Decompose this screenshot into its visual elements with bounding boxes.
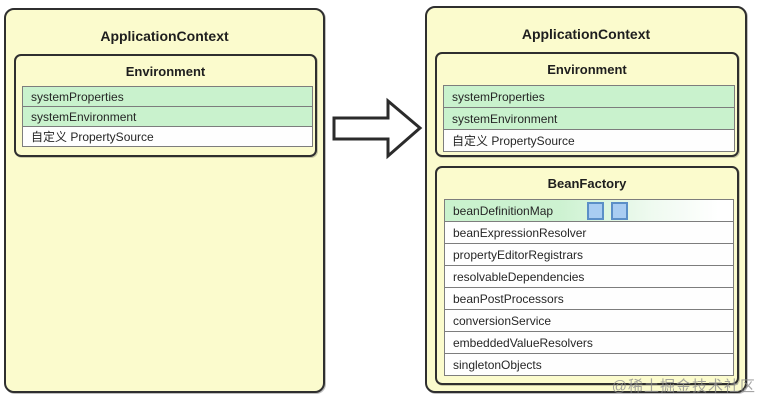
row-label: 自定义 PropertySource [31, 130, 154, 144]
bean-factory-row: conversionService [444, 309, 734, 332]
row-label: 自定义 PropertySource [452, 134, 575, 148]
application-context-box-left: ApplicationContext Environment systemPro… [4, 8, 325, 393]
environment-row: systemProperties [22, 86, 313, 107]
bean-factory-row: embeddedValueResolvers [444, 331, 734, 354]
row-label: propertyEditorRegistrars [453, 248, 584, 262]
bean-factory-row: beanPostProcessors [444, 287, 734, 310]
environment-row: systemEnvironment [22, 106, 313, 127]
environment-box-right: Environment systemProperties systemEnvir… [435, 52, 739, 157]
watermark: @稀土掘金技术社区 [611, 378, 756, 395]
row-label: beanDefinitionMap [453, 204, 554, 218]
bean-factory-row: beanExpressionResolver [444, 221, 734, 244]
bean-factory-row: singletonObjects [444, 353, 734, 376]
row-label: beanPostProcessors [453, 292, 564, 306]
arrow-right-icon [330, 96, 425, 161]
row-label: resolvableDependencies [453, 270, 585, 284]
bean-factory-box: BeanFactory beanDefinitionMap beanExpres… [435, 166, 739, 385]
application-context-box-right: ApplicationContext Environment systemPro… [425, 6, 747, 393]
row-label: systemEnvironment [452, 112, 558, 126]
row-label: embeddedValueResolvers [453, 336, 593, 350]
bean-factory-row-bean-definition-map: beanDefinitionMap [444, 199, 734, 222]
environment-title-right: Environment [547, 62, 627, 77]
environment-box-left: Environment systemProperties systemEnvir… [14, 54, 317, 157]
environment-rows-right: systemProperties systemEnvironment 自定义 P… [443, 85, 735, 152]
environment-row: 自定义 PropertySource [22, 126, 313, 147]
row-label: systemProperties [452, 90, 545, 104]
environment-row: systemProperties [443, 85, 735, 108]
bean-factory-row: propertyEditorRegistrars [444, 243, 734, 266]
bean-factory-rows: beanDefinitionMap beanExpressionResolver… [444, 199, 734, 376]
row-label: systemEnvironment [31, 110, 137, 124]
map-entry-square-icon [611, 202, 628, 220]
application-context-title-left: ApplicationContext [100, 28, 229, 44]
environment-row: systemEnvironment [443, 107, 735, 130]
row-label: singletonObjects [453, 358, 542, 372]
application-context-title-right: ApplicationContext [521, 26, 651, 42]
environment-row: 自定义 PropertySource [443, 129, 735, 152]
bean-factory-row: resolvableDependencies [444, 265, 734, 288]
map-entry-square-icon [587, 202, 604, 220]
row-label: conversionService [453, 314, 552, 328]
row-label: systemProperties [31, 90, 124, 104]
row-label: beanExpressionResolver [453, 226, 587, 240]
environment-rows-left: systemProperties systemEnvironment 自定义 P… [22, 86, 313, 147]
bean-factory-title: BeanFactory [547, 176, 627, 191]
environment-title-left: Environment [125, 64, 206, 79]
